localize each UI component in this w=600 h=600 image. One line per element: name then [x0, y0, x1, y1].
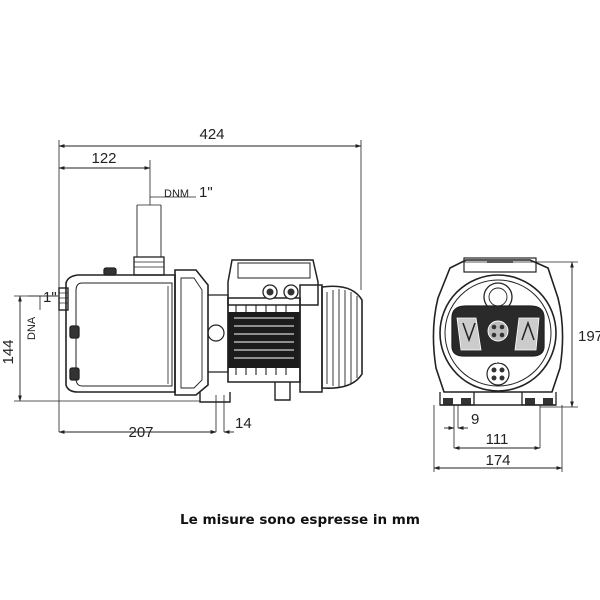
dim-base-width: 174: [485, 452, 510, 469]
dim-front-height: 197: [578, 328, 600, 345]
caption: Le misure sono espresse in mm: [180, 512, 420, 528]
dim-foot-width: 14: [235, 415, 252, 432]
front-view: [432, 257, 578, 472]
dim-height: 144: [0, 339, 17, 364]
brand-badge: DAB: [490, 357, 507, 365]
dim-outlet-offset: 122: [91, 150, 116, 167]
label-outlet: DNM: [164, 188, 189, 200]
dim-hole-dia: 9: [471, 411, 479, 428]
dim-outlet-size: 1": [199, 184, 213, 201]
dim-base-offset: 207: [128, 424, 153, 441]
label-inlet: DNA: [26, 316, 38, 340]
side-view: [14, 140, 363, 434]
dim-overall-length: 424: [199, 126, 224, 143]
dim-inlet-size: 1": [43, 289, 57, 306]
dim-hole-spacing: 111: [486, 431, 509, 448]
